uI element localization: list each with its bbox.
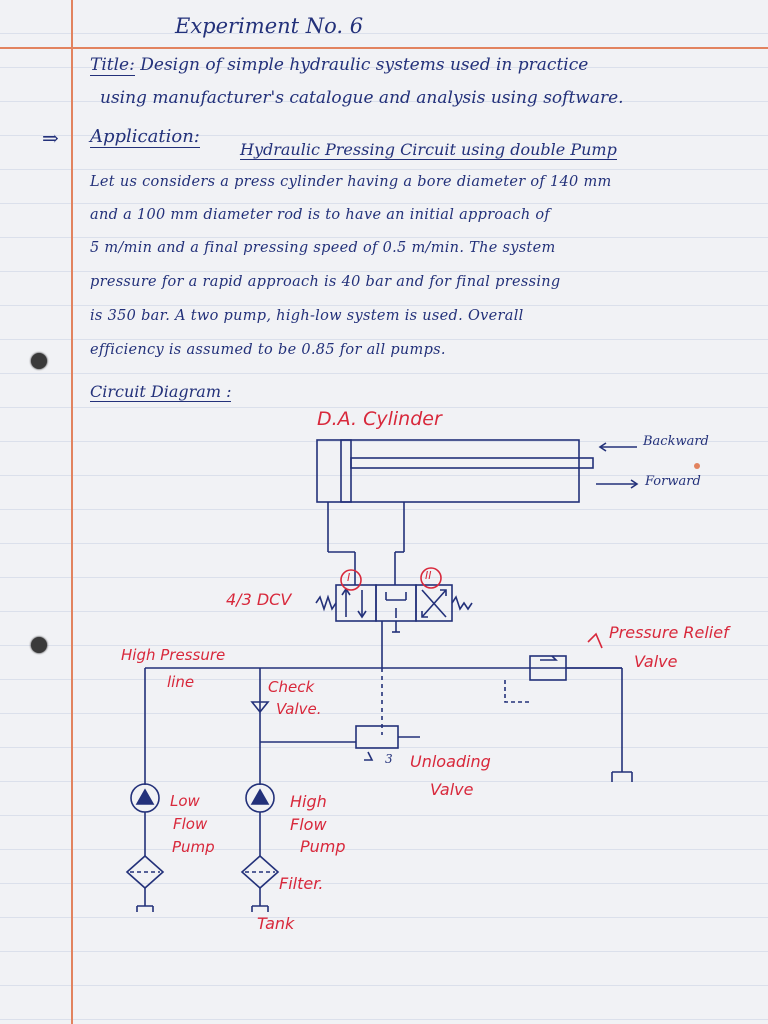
dcv-symbol <box>315 584 473 633</box>
tank-symbol <box>136 905 154 912</box>
position-marker <box>340 569 362 591</box>
high-pressure-line-label: High Pressure <box>121 646 226 664</box>
filter-label: Filter. <box>279 874 324 893</box>
paragraph-line: and a 100 mm diameter rod is to have an … <box>90 207 551 223</box>
check-valve-label: Check <box>268 678 315 696</box>
check-valve-label-2: Valve. <box>276 700 322 718</box>
unloading-valve-number: 3 <box>385 752 393 766</box>
dcv-label: 4/3 DCV <box>226 590 292 609</box>
tank-symbol <box>251 905 269 912</box>
high-flow-pump-label: High <box>290 792 327 811</box>
experiment-number: Experiment No. 6 <box>175 14 364 38</box>
backward-label: Backward <box>643 434 709 449</box>
forward-label: Forward <box>645 474 701 489</box>
low-flow-pump-label-3: Pump <box>172 838 215 856</box>
title-line-2: using manufacturer's catalogue and analy… <box>100 88 624 108</box>
high-flow-pump-label-3: Pump <box>300 837 346 856</box>
cylinder-body <box>316 439 580 503</box>
punch-hole <box>31 637 47 653</box>
prv-label-line2: Valve <box>634 652 678 671</box>
position-marker <box>420 567 442 589</box>
title-text-1: Design of simple hydraulic systems used … <box>140 55 589 75</box>
unloading-valve-symbol <box>355 725 399 749</box>
paragraph-line: pressure for a rapid approach is 40 bar … <box>90 274 561 290</box>
low-flow-pump-label-2: Flow <box>173 815 208 833</box>
unloading-valve-label-2: Valve <box>430 780 474 799</box>
cylinder-piston <box>340 439 352 503</box>
cylinder-rod <box>350 457 594 469</box>
high-flow-pump-label-2: Flow <box>290 815 327 834</box>
paragraph-line: 5 m/min and a final pressing speed of 0.… <box>90 240 556 256</box>
position-1-label: I <box>347 571 351 584</box>
paragraph-line: Let us considers a press cylinder having… <box>90 174 612 190</box>
application-value: Hydraulic Pressing Circuit using double … <box>240 140 617 160</box>
cylinder-label: D.A. Cylinder <box>317 408 442 430</box>
arrow-right-icon: ⇒ <box>42 126 59 150</box>
high-pressure-line-label-2: line <box>167 673 195 691</box>
title-label: Title: <box>90 55 135 76</box>
punch-hole <box>31 353 47 369</box>
check-valve-symbol <box>250 701 270 714</box>
application-label: Application: <box>90 126 200 148</box>
tank-label: Tank <box>257 914 295 933</box>
title-line-1: Title: Design of simple hydraulic system… <box>90 55 589 76</box>
prv-label-line1: Pressure Relief <box>609 623 729 642</box>
unloading-valve-label: Unloading <box>410 752 491 771</box>
position-2-label: II <box>425 569 432 582</box>
paragraph-line: is 350 bar. A two pump, high-low system … <box>90 308 524 324</box>
margin-line-horizontal <box>0 47 768 49</box>
low-flow-pump-label: Low <box>170 792 200 810</box>
circuit-diagram-heading: Circuit Diagram : <box>90 382 232 402</box>
margin-line-vertical <box>71 0 73 1024</box>
paragraph-line: efficiency is assumed to be 0.85 for all… <box>90 342 446 358</box>
